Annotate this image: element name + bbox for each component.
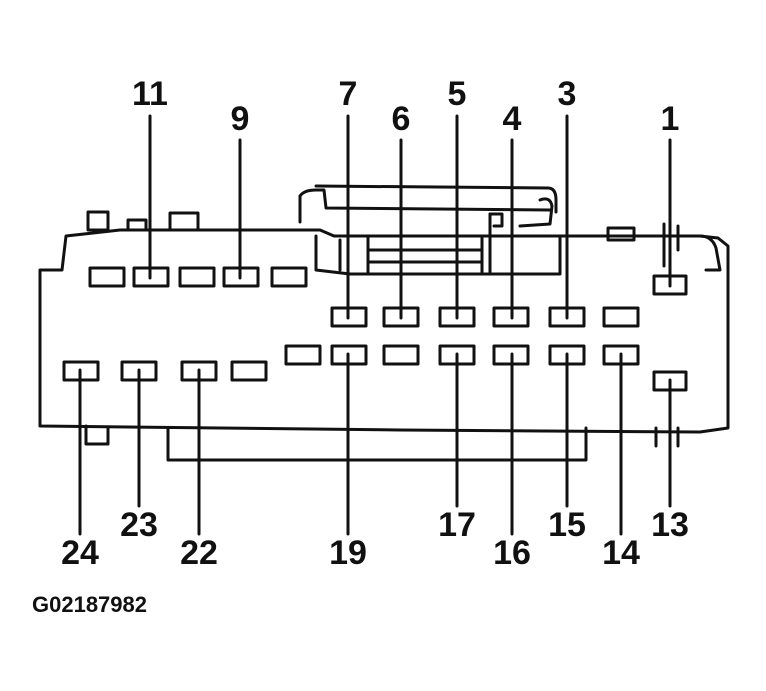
pin-label-15: 15 [548,506,586,544]
pin-cavity [270,266,308,288]
latch-body [314,212,562,276]
pin-label-22: 22 [180,534,218,572]
latch-tab [606,226,636,242]
pin-cavity [284,344,322,366]
pin-label-5: 5 [448,75,467,113]
top-tab [126,218,148,232]
bottom-rail [84,424,680,462]
corner-latch [662,222,722,272]
pin-label-9: 9 [231,100,250,138]
pin-cavity [88,266,126,288]
connector-body-outline [38,228,730,434]
top-tab [86,210,110,232]
top-tab [168,211,200,232]
pin-cavity [382,344,420,366]
figure-id: G02187982 [32,592,147,617]
pin-label-19: 19 [329,534,367,572]
pin-label-1: 1 [661,100,680,138]
pin-label-4: 4 [503,100,522,138]
pin-label-23: 23 [120,506,158,544]
latch-hook [488,197,554,228]
pin-cavity [178,266,216,288]
pin-label-7: 7 [339,75,358,113]
latch-frame [298,184,558,224]
pin-label-3: 3 [558,75,577,113]
pin-label-13: 13 [651,506,689,544]
pin-label-24: 24 [61,534,99,572]
pin-label-6: 6 [392,100,411,138]
pin-label-16: 16 [493,534,531,572]
pin-label-14: 14 [602,534,640,572]
pin-label-11: 11 [132,75,168,113]
pin-cavity [230,360,268,382]
pin-label-17: 17 [438,506,476,544]
pin-cavity [602,306,640,328]
